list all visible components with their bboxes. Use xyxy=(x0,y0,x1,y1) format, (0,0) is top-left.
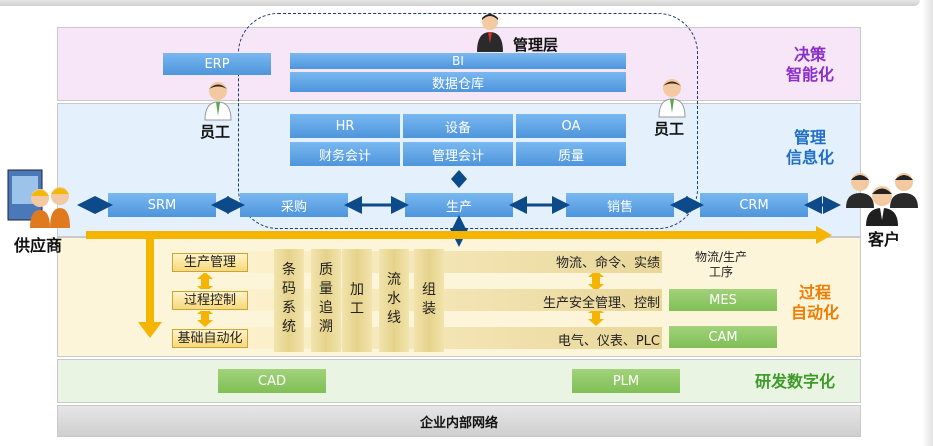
production-box[interactable]: 生产 xyxy=(405,193,513,217)
right-edge xyxy=(922,0,933,446)
cam-box[interactable]: CAM xyxy=(669,326,777,348)
management-layer-label: 管理层 xyxy=(513,36,559,54)
process-control-label: 过程控制 xyxy=(172,291,248,310)
quality-box[interactable]: 质量 xyxy=(516,142,626,166)
manager-icon xyxy=(477,14,503,52)
network-label: 企业内部网络 xyxy=(419,415,498,431)
column-assembly-line: 流 水 线 xyxy=(379,249,409,352)
production-management-label: 生产管理 xyxy=(172,253,248,272)
decision-title: 决策 智能化 xyxy=(785,45,834,84)
logistics-text: 物流、命令、实绩 xyxy=(555,256,660,271)
equipment-box[interactable]: 设备 xyxy=(403,114,513,138)
flow-arrows xyxy=(77,196,841,247)
column-processing: 加 工 xyxy=(342,249,372,352)
data-warehouse-box[interactable]: 数据仓库 xyxy=(290,72,626,92)
plm-box[interactable]: PLM xyxy=(572,369,680,393)
network-band: 企业内部网络 xyxy=(57,405,861,437)
financial-accounting-box[interactable]: 财务会计 xyxy=(290,142,400,166)
supplier-icon xyxy=(7,169,70,228)
electrical-text: 电气、仪表、PLC xyxy=(557,334,660,349)
column-assembly: 组 装 xyxy=(414,249,444,352)
customer-label: 客户 xyxy=(868,230,901,249)
safety-text: 生产安全管理、控制 xyxy=(542,296,660,311)
management-title: 管理 信息化 xyxy=(785,128,834,167)
crm-box[interactable]: CRM xyxy=(700,193,808,217)
employee-left-icon xyxy=(204,82,232,121)
oa-box[interactable]: OA xyxy=(516,114,626,138)
production-diamond xyxy=(451,170,467,188)
supplier-label: 供应商 xyxy=(14,236,63,255)
erp-box[interactable]: ERP xyxy=(163,53,271,75)
bi-box[interactable]: BI xyxy=(290,53,626,69)
management-accounting-box[interactable]: 管理会计 xyxy=(403,142,513,166)
employee-right-label: 员工 xyxy=(654,120,685,138)
process-label-arrows xyxy=(197,272,213,327)
column-barcode: 条 码 系 统 xyxy=(274,249,304,352)
cad-box[interactable]: CAD xyxy=(218,369,326,393)
rnd-band xyxy=(57,359,861,403)
customer-icon xyxy=(846,173,918,226)
rnd-title: 研发数字化 xyxy=(754,372,835,391)
basic-automation-label: 基础自动化 xyxy=(172,329,248,348)
employee-right-icon xyxy=(658,79,686,118)
top-bar xyxy=(0,0,920,6)
column-quality-trace: 质 量 追 溯 xyxy=(311,249,341,352)
logistics-process-title: 物流/生产 工序 xyxy=(694,250,748,279)
srm-box[interactable]: SRM xyxy=(108,193,216,217)
supply-chain-arrow xyxy=(86,226,832,244)
mes-box[interactable]: MES xyxy=(669,289,777,311)
hr-box[interactable]: HR xyxy=(290,114,400,138)
sales-box[interactable]: 销售 xyxy=(566,193,674,217)
supplier-down-arrow xyxy=(138,239,162,338)
management-layer-outline xyxy=(238,13,698,229)
purchase-box[interactable]: 采购 xyxy=(240,193,348,217)
employee-left-label: 员工 xyxy=(200,123,231,141)
process-title: 过程 自动化 xyxy=(790,283,839,322)
right-text-arrows xyxy=(588,270,604,326)
